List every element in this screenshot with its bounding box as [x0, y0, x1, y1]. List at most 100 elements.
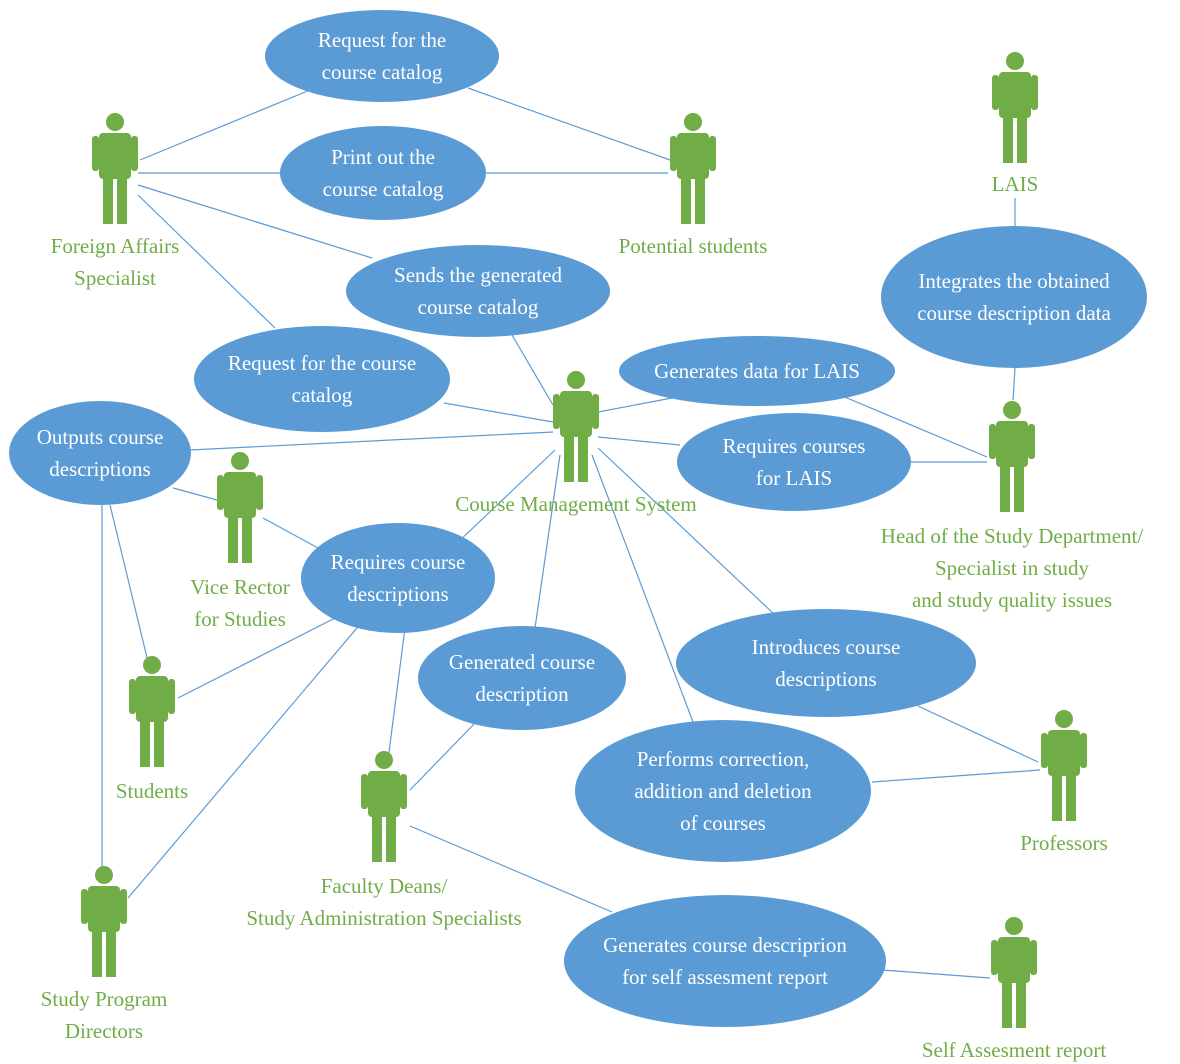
actor-label-line: and study quality issues [912, 588, 1112, 612]
actor-figure-icon [992, 52, 1038, 163]
assoc-generates-self-report [881, 969, 991, 979]
assoc-foreign-request-1 [139, 89, 311, 161]
use-case-label-line: Request for the [318, 28, 446, 52]
use-case-request-catalog-2[interactable]: Request for the course catalog [194, 326, 450, 432]
assoc-outputs-vice [172, 487, 218, 501]
assoc-generated-deans [409, 721, 477, 791]
actor-label-line: Potential students [619, 234, 768, 258]
actor-lais[interactable]: LAIS [992, 52, 1039, 196]
assoc-integrates-head [1012, 367, 1016, 401]
use-case-label-line: descriptions [347, 582, 448, 606]
use-case-ellipse [9, 401, 191, 505]
actor-label-line: Self Assesment report [922, 1038, 1106, 1062]
use-case-label-line: descriptions [49, 457, 150, 481]
actor-faculty-deans[interactable]: Faculty Deans/Study Administration Speci… [246, 751, 522, 930]
actor-figure-icon [670, 113, 716, 224]
assoc-outputs-cms [189, 431, 554, 451]
actor-figure-icon [553, 371, 599, 482]
actor-course-management-system[interactable]: Course Management System [455, 371, 697, 516]
actor-label-line: Faculty Deans/ [321, 874, 448, 898]
use-case-generates-self[interactable]: Generates course descriprion for self ass… [564, 895, 886, 1027]
use-case-ellipse [346, 245, 610, 337]
actor-label-line: Study Administration Specialists [246, 906, 521, 930]
actor-students[interactable]: Students [116, 656, 188, 803]
actor-self-assessment-report[interactable]: Self Assesment report [922, 917, 1106, 1062]
use-case-ellipse [677, 413, 911, 511]
actor-figure-icon [361, 751, 407, 862]
actor-figure-icon [92, 113, 138, 224]
actor-figure-icon [129, 656, 175, 767]
use-case-label-line: Request for the course [228, 351, 416, 375]
actor-label-line: Directors [65, 1019, 143, 1043]
use-case-ellipse [676, 609, 976, 717]
use-case-label-line: Performs correction, [637, 747, 810, 771]
use-case-label-line: Print out the [331, 145, 435, 169]
assoc-outputs-students [109, 504, 151, 671]
use-case-requires-desc[interactable]: Requires course descriptions [301, 523, 495, 633]
actor-label-line: Vice Rector [190, 575, 290, 599]
actor-label-line: Students [116, 779, 188, 803]
use-case-print-catalog[interactable]: Print out the course catalog [280, 126, 486, 220]
actor-vice-rector[interactable]: Vice Rector for Studies [190, 452, 290, 631]
actor-label-line: Specialist in study [935, 556, 1089, 580]
use-case-integrates-data[interactable]: Integrates the obtained course descriptio… [881, 226, 1147, 368]
use-case-label-line: course catalog [323, 177, 444, 201]
assoc-requires-deans [387, 627, 406, 761]
use-case-label-line: Requires course [331, 550, 466, 574]
assoc-requires-students [177, 617, 336, 699]
assoc-cms-generated [534, 454, 561, 629]
assoc-request-1-potential [467, 87, 671, 161]
assoc-cms-introduces [597, 447, 776, 616]
assoc-cms-performs [591, 454, 694, 723]
use-case-label-line: of courses [680, 811, 766, 835]
use-case-label-line: for LAIS [756, 466, 832, 490]
use-case-ellipse [194, 326, 450, 432]
use-case-label-line: Integrates the obtained [918, 269, 1110, 293]
assoc-request-2-cms [443, 402, 554, 423]
actor-label-line: Study Program [41, 987, 168, 1011]
use-case-ellipse [564, 895, 886, 1027]
actor-figure-icon [989, 401, 1035, 512]
use-case-label-line: Generates course descriprion [603, 933, 847, 957]
assoc-cms-requires-lais [597, 436, 681, 446]
actor-label-line: Specialist [74, 266, 156, 290]
use-case-label-line: Sends the generated [394, 263, 562, 287]
assoc-introduces-professors [917, 705, 1039, 763]
actor-head-study-department[interactable]: Head of the Study Department/Specialist … [881, 401, 1144, 612]
use-case-ellipse [881, 226, 1147, 368]
actor-potential-students[interactable]: Potential students [619, 113, 768, 258]
use-case-ellipse [575, 720, 871, 862]
use-case-label-line: description [475, 682, 569, 706]
use-case-ellipse [619, 336, 895, 406]
use-case-label-line: for self assesment report [622, 965, 828, 989]
use-case-requires-lais[interactable]: Requires courses for LAIS [677, 413, 911, 511]
use-case-ellipse [301, 523, 495, 633]
use-case-label-line: descriptions [775, 667, 876, 691]
use-case-ellipse [280, 126, 486, 220]
actor-label-line: for Studies [194, 607, 286, 631]
use-case-label-line: addition and deletion [634, 779, 812, 803]
actor-label-line: Course Management System [455, 492, 696, 516]
assoc-generates-lais-head [839, 394, 988, 458]
use-case-label-line: catalog [292, 383, 353, 407]
use-case-generates-lais[interactable]: Generates data for LAIS [619, 336, 895, 406]
assoc-foreign-sends [137, 184, 373, 259]
use-case-performs-correction[interactable]: Performs correction, addition and deletio… [575, 720, 871, 862]
assoc-foreign-request-2 [137, 194, 276, 329]
actor-label-line: Foreign Affairs [51, 234, 180, 258]
use-case-label-line: Generates data for LAIS [654, 359, 860, 383]
use-case-label-line: course description data [917, 301, 1111, 325]
actor-figure-icon [991, 917, 1037, 1028]
actor-professors[interactable]: Professors [1020, 710, 1108, 855]
actor-label-line: Professors [1020, 831, 1108, 855]
use-case-label-line: Requires courses [723, 434, 866, 458]
assoc-cms-requires [454, 449, 556, 546]
